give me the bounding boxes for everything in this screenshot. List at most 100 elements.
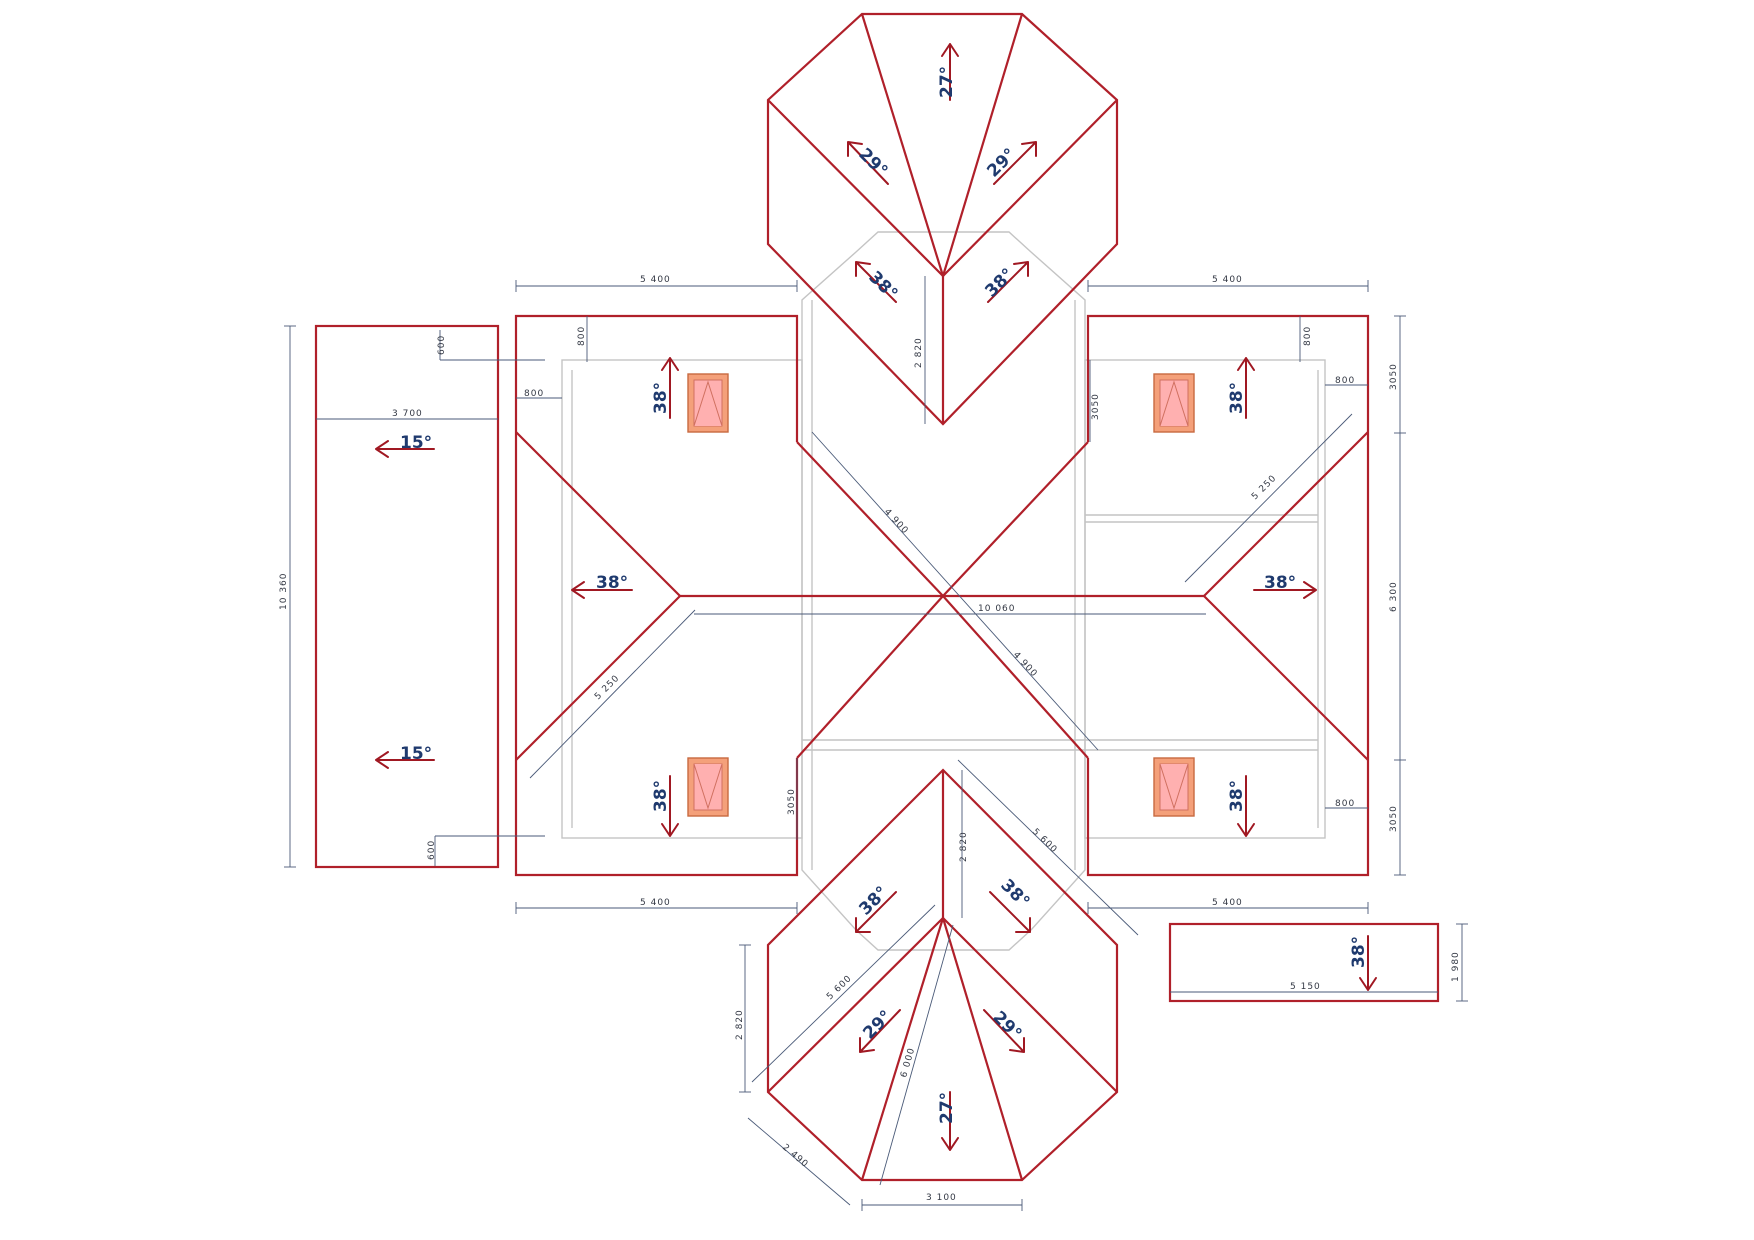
north-hip-2: [941, 13, 1024, 277]
slope-label-south-upper-right: 38°: [996, 875, 1033, 912]
dim-east-lower-height: 3050: [1389, 805, 1399, 832]
slope-arrow-annex: [1359, 935, 1377, 991]
skylight-nw: [687, 373, 729, 433]
slope-arrow-north-right: [993, 141, 1037, 185]
south-hip-3: [767, 917, 944, 1093]
slope-label-east-bottom: 38°: [1227, 780, 1247, 812]
south-hip-1: [860, 917, 945, 1181]
dim-east-mid-height: 6 300: [1389, 581, 1399, 612]
north-hip-1: [860, 13, 945, 277]
slope-arrow-west-bottom: [661, 775, 679, 837]
slope-arrow-west-mid: [571, 581, 633, 599]
center-hip-nw: [796, 441, 944, 597]
east-hip-top: [1203, 431, 1369, 597]
slope-label-south-left: 29°: [859, 1007, 896, 1044]
slope-arrow-north-top: [941, 43, 959, 101]
dim-east-upper-height: 3050: [1389, 363, 1399, 390]
dim-porch-height: 10 360: [279, 573, 289, 611]
annex-roof-outline: [1168, 922, 1440, 1003]
slope-label-south-bottom: 27°: [937, 1092, 957, 1124]
slope-arrow-east-mid: [1253, 581, 1317, 599]
skylights: [687, 373, 1195, 817]
dim-bottom-left-width: 5 400: [640, 898, 671, 908]
slope-label-west-top: 38°: [651, 382, 671, 414]
dim-north-depth: 2 820: [914, 337, 924, 368]
north-hip-3: [767, 99, 944, 277]
slope-label-west-bottom: 38°: [651, 780, 671, 812]
south-roof-outline: [766, 768, 1119, 1182]
dim-west-overhang-side: 800: [524, 389, 544, 399]
dimension-labels: 5 400 5 400 5 400 5 400 10 360 3 700 600…: [279, 275, 1461, 1203]
dim-bottom-right-width: 5 400: [1212, 898, 1243, 908]
slope-label-east-top: 38°: [1227, 382, 1247, 414]
east-wing-outline: [1086, 314, 1370, 877]
central-octagon-wall: [801, 231, 1086, 951]
south-hip-4: [942, 917, 1118, 1093]
dim-porch-bottom-offset: 600: [427, 840, 437, 860]
dim-east-overhang-top: 800: [1303, 326, 1313, 346]
center-hip-ne: [942, 441, 1089, 597]
roof-outlines: [314, 12, 1440, 1182]
dim-south-hip-right: 5 600: [1030, 827, 1059, 856]
slope-label-north-lower-left: 38°: [864, 267, 901, 304]
slope-label-south-right: 29°: [988, 1007, 1025, 1044]
skylight-ne: [1153, 373, 1195, 433]
center-hip-se: [942, 595, 1089, 759]
dim-inner-upper-height: 3050: [1091, 393, 1101, 420]
dim-inner-lower-height: 3050: [787, 788, 797, 815]
dim-porch-width: 3 700: [392, 409, 423, 419]
slope-label-north-left: 29°: [854, 144, 891, 181]
slope-label-annex: 38°: [1349, 936, 1369, 968]
dim-hip-upper: 4 900: [882, 507, 910, 536]
slope-label-porch-top: 15°: [400, 433, 432, 453]
slope-arrow-west-top: [661, 357, 679, 419]
slope-arrow-south-bottom: [941, 1091, 959, 1151]
dim-east-overhang-side-low: 800: [1335, 799, 1355, 809]
slope-arrow-porch-top: [375, 440, 435, 458]
slope-arrow-porch-bottom: [375, 751, 435, 769]
slope-arrow-north-lower-right: [987, 261, 1029, 303]
porch-roof-outline: [314, 324, 500, 869]
slope-arrow-east-bottom: [1237, 775, 1255, 837]
skylight-se: [1153, 757, 1195, 817]
slope-arrow-south-right: [983, 1009, 1025, 1053]
north-roof-outline: [766, 12, 1119, 426]
slope-label-west-mid: 38°: [596, 573, 628, 593]
west-wing-outline: [514, 314, 799, 877]
slope-label-north-top: 27°: [937, 66, 957, 98]
center-hip-sw: [796, 595, 944, 759]
west-hip-top: [515, 431, 681, 597]
slope-arrow-south-upper-right: [989, 891, 1031, 933]
west-hip-bottom: [515, 595, 681, 761]
dim-annex-width: 5 150: [1290, 982, 1321, 992]
south-hip-2: [941, 917, 1024, 1181]
slope-arrow-south-left: [859, 1009, 901, 1053]
dim-east-overhang-side: 800: [1335, 376, 1355, 386]
slope-label-east-mid: 38°: [1264, 573, 1296, 593]
slope-label-north-lower-right: 38°: [981, 265, 1018, 302]
dim-south-depth: 2 820: [959, 831, 969, 862]
slope-label-south-upper-left: 38°: [855, 883, 892, 920]
slope-arrow-east-top: [1237, 357, 1255, 419]
dimension-lines: [284, 276, 1468, 1211]
wall-outline: [561, 231, 1326, 951]
slope-arrow-north-left: [847, 141, 889, 185]
north-hip-4: [942, 99, 1118, 277]
slope-label-north-right: 29°: [983, 145, 1020, 182]
dim-top-right-width: 5 400: [1212, 275, 1243, 285]
dim-diag-east: 5 250: [1250, 473, 1279, 502]
east-hip-bottom: [1203, 595, 1369, 761]
dim-south-edge-diag: 2 490: [780, 1143, 810, 1170]
dim-main-ridge: 10 060: [978, 604, 1016, 614]
east-wing-wall: [1084, 359, 1326, 839]
dim-west-overhang-top: 800: [577, 326, 587, 346]
dim-porch-top-offset: 600: [437, 335, 447, 355]
west-wing-wall: [561, 359, 803, 839]
slope-arrow-north-lower-left: [855, 261, 897, 303]
skylight-sw: [687, 757, 729, 817]
dim-top-left-width: 5 400: [640, 275, 671, 285]
slope-label-porch-bottom: 15°: [400, 744, 432, 764]
dim-south-depth-left: 2 820: [735, 1009, 745, 1040]
dim-annex-height: 1 980: [1451, 951, 1461, 982]
